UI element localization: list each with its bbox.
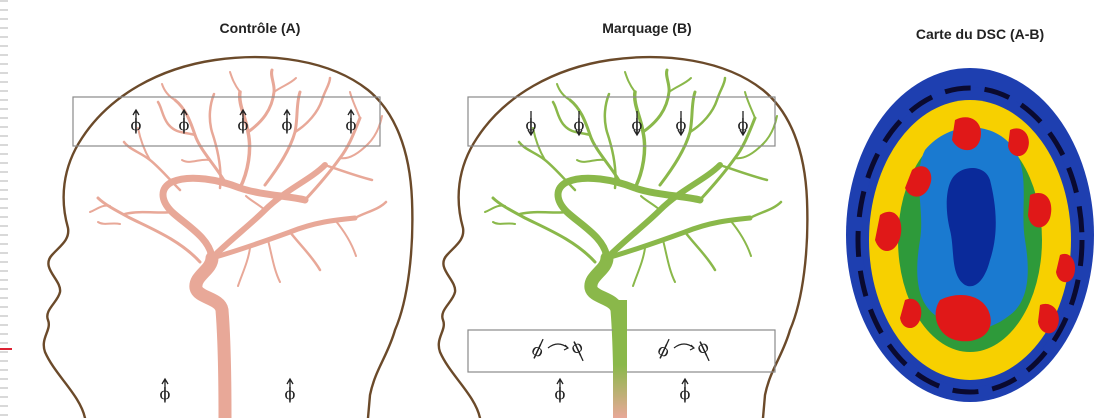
control-spin-up-3: ϕ <box>238 110 249 134</box>
control-inflow-spin-2: ϕ <box>285 379 296 403</box>
labeling-inversion-2: ϕϕ <box>655 339 713 362</box>
labeled-spin-down-1: ϕ <box>526 111 537 135</box>
labeled-spin-down-3: ϕ <box>632 111 643 135</box>
control-panel <box>44 57 413 418</box>
control-spin-up-5: ϕ <box>346 110 357 134</box>
control-spin-up-2: ϕ <box>179 110 190 134</box>
control-spin-up-1: ϕ <box>131 110 142 134</box>
control-spin-up-4: ϕ <box>282 110 293 134</box>
control-imaging-slice-box <box>73 97 380 146</box>
labeled-inflow-spin-1: ϕ <box>555 379 566 403</box>
control-inflow-spin-1: ϕ <box>160 379 171 403</box>
labeled-inflow-spin-2: ϕ <box>680 379 691 403</box>
cbf-map <box>846 68 1094 402</box>
labeled-spin-down-4: ϕ <box>676 111 687 135</box>
labeling-inversion-1: ϕϕ <box>529 339 587 362</box>
labeled-imaging-slice-box <box>468 97 775 146</box>
labeled-artery-trunk <box>613 300 627 418</box>
labeled-spin-down-2: ϕ <box>574 111 585 135</box>
labeled-spin-down-5: ϕ <box>738 111 749 135</box>
